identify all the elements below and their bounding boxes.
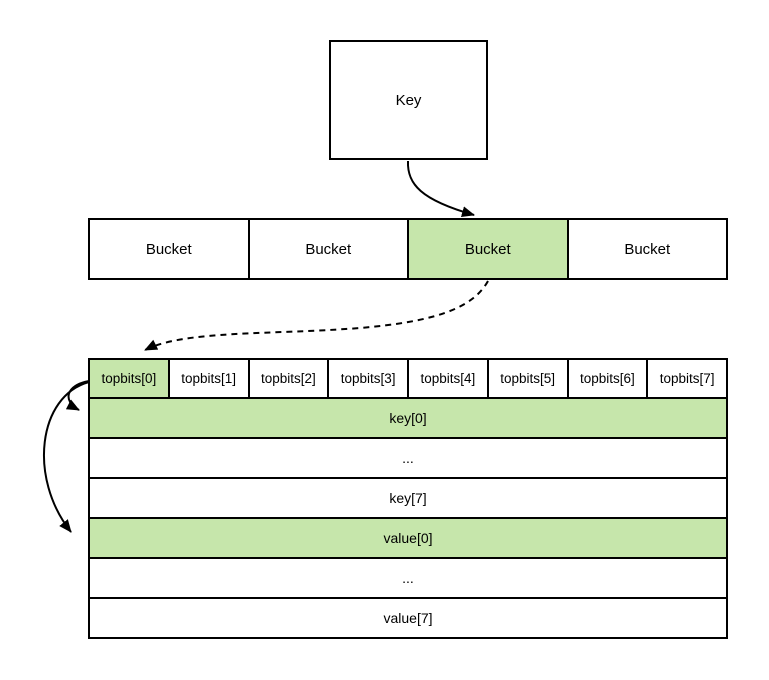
slot-row-value-ellipsis: ... xyxy=(90,557,726,597)
topbits-row: topbits[0] topbits[1] topbits[2] topbits… xyxy=(90,360,726,397)
arrow-key-to-bucket-icon xyxy=(406,160,475,218)
topbits-cell-1: topbits[1] xyxy=(167,360,248,397)
bucket-cell-0: Bucket xyxy=(145,240,192,258)
arrow-topbits0-to-key0-icon xyxy=(65,380,90,411)
slot-row-key-ellipsis: ... xyxy=(90,437,726,477)
key-box-label: Key xyxy=(395,91,422,109)
key-box: Key xyxy=(329,40,488,160)
topbits-cell-6: topbits[6] xyxy=(566,360,647,397)
slot-row-value7: value[7] xyxy=(90,597,726,637)
bucket-slot-table: topbits[0] topbits[1] topbits[2] topbits… xyxy=(88,358,728,639)
slot-row-key0: key[0] xyxy=(90,397,726,437)
bucket-cell-2-selected: Bucket xyxy=(407,220,567,278)
topbits-cell-0-selected: topbits[0] xyxy=(90,360,168,397)
topbits-cell-2: topbits[2] xyxy=(247,360,328,397)
bucket-array: Bucket Bucket Bucket Bucket xyxy=(88,218,728,280)
topbits-cell-4: topbits[4] xyxy=(407,360,487,397)
arrow-bucket-to-slot-table-icon xyxy=(144,280,489,351)
slot-row-value0: value[0] xyxy=(90,517,726,557)
topbits-cell-3: topbits[3] xyxy=(327,360,407,397)
topbits-cell-5: topbits[5] xyxy=(486,360,567,397)
slot-row-key7: key[7] xyxy=(90,477,726,517)
arrow-topbits0-to-value0-icon xyxy=(43,381,90,533)
topbits-cell-7: topbits[7] xyxy=(646,360,726,397)
bucket-cell-3: Bucket xyxy=(566,220,727,278)
bucket-cell-1: Bucket xyxy=(247,220,408,278)
